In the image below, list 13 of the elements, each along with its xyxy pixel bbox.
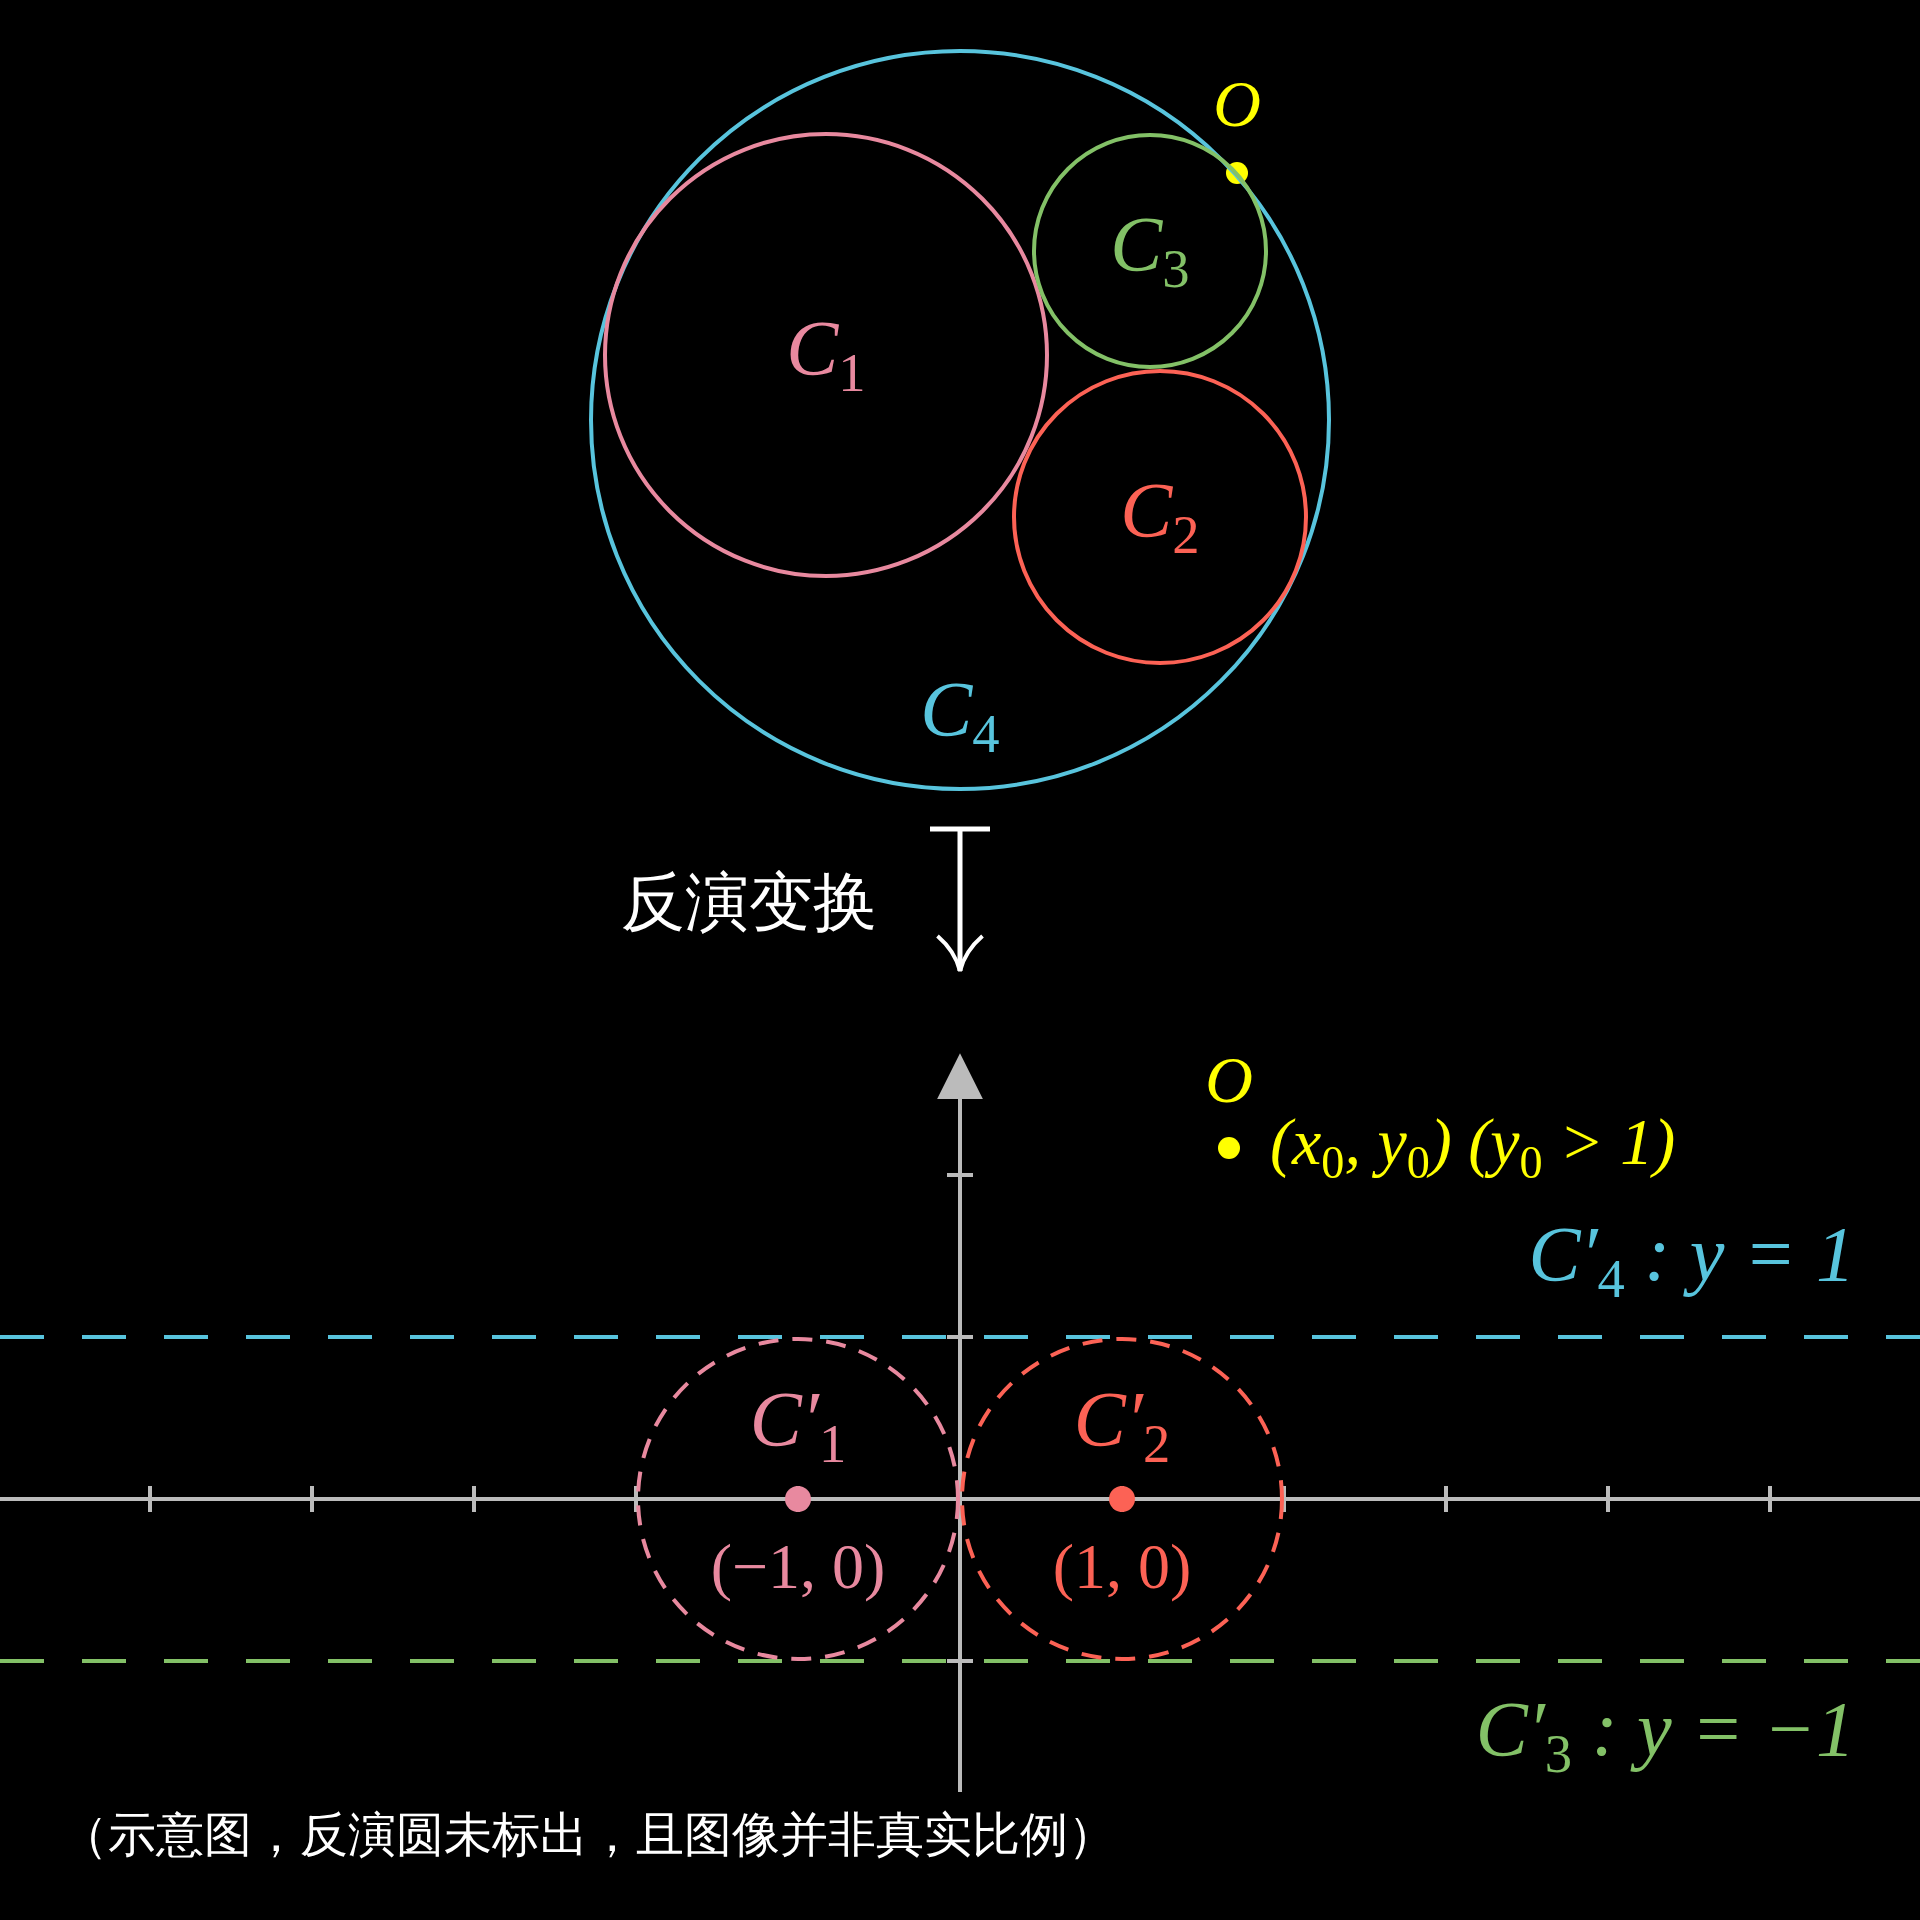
point-label: O [1213, 71, 1261, 137]
circle-label: C$_{3}$ [1110, 205, 1190, 297]
coordinate-label: (x$_{0}$, y$_{0}$) (y$_{0}$ > 1) [1270, 1109, 1676, 1187]
point-label: O [1205, 1047, 1253, 1113]
circle-label: C′$_{2}$ [1073, 1380, 1171, 1472]
caption: （示意图，反演圆未标出，且图像并非真实比例） [60, 1810, 1116, 1858]
circle-label: C$_{2}$ [1120, 471, 1200, 563]
line-equation: C′$_{4}$ : y = 1 [1528, 1215, 1855, 1307]
transform-label: 反演变换 [621, 870, 877, 934]
circle-label: C′$_{1}$ [749, 1380, 847, 1472]
line-equation: C′$_{3}$ : y = −1 [1475, 1690, 1855, 1782]
circle-label: C$_{1}$ [786, 309, 866, 401]
circle-label: C$_{4}$ [920, 670, 1000, 762]
